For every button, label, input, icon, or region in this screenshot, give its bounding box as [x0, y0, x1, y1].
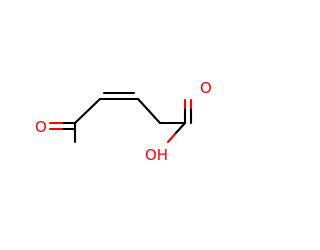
bond-ketone-alkene — [73, 97, 102, 125]
ketone-oxygen-label: O — [35, 118, 47, 136]
bond-alkene-ch2 — [136, 97, 162, 125]
molecule-diagram: O O OH — [35, 79, 212, 164]
bond-carboxyl-oh-red — [166, 132, 177, 144]
bond-carboxyl-oh — [173, 121, 187, 136]
hydroxyl-label: OH — [145, 146, 168, 164]
structure-canvas: O O OH — [35, 79, 212, 164]
carbonyl-oxygen-label: O — [200, 79, 212, 97]
